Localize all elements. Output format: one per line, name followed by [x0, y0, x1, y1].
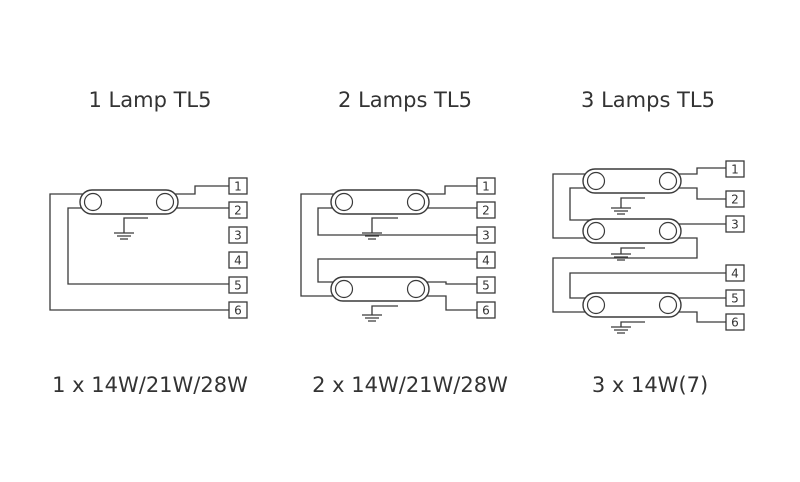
lamp-2 [582, 218, 682, 244]
terminal-5 [725, 289, 745, 307]
terminal-1 [228, 177, 248, 195]
terminal-5 [228, 276, 248, 294]
terminal-label: 1 [234, 180, 242, 194]
terminal-label: 6 [731, 316, 739, 330]
terminal-label: 4 [731, 267, 739, 281]
terminal-label: 1 [731, 163, 739, 177]
terminal-label: 2 [731, 193, 739, 207]
diagram-3-title: 3 Lamps TL5 [581, 88, 715, 112]
diagram-1-caption: 1 x 14W/21W/28W [52, 373, 248, 397]
diagram-2-title: 2 Lamps TL5 [338, 88, 472, 112]
terminal-1 [725, 160, 745, 178]
terminal-label: 6 [234, 304, 242, 318]
terminal-2 [228, 201, 248, 219]
terminal-3 [228, 226, 248, 244]
diagram-1-title: 1 Lamp TL5 [88, 88, 212, 112]
terminal-label: 5 [482, 279, 490, 293]
terminal-label: 3 [234, 229, 242, 243]
terminal-6 [476, 301, 496, 319]
terminal-2 [476, 201, 496, 219]
terminal-4 [725, 264, 745, 282]
diagram-2-wiring: 1 2 3 4 5 6 [300, 177, 496, 322]
terminal-2 [725, 190, 745, 208]
lamp-1 [330, 189, 430, 215]
terminal-label: 6 [482, 304, 490, 318]
terminal-label: 2 [482, 204, 490, 218]
terminal-6 [228, 301, 248, 319]
terminal-label: 4 [234, 254, 242, 268]
lamp-1 [582, 168, 682, 194]
terminal-label: 2 [234, 204, 242, 218]
terminal-4 [476, 251, 496, 269]
lamp-1 [79, 189, 179, 215]
terminal-label: 5 [234, 279, 242, 293]
terminal-5 [476, 276, 496, 294]
terminal-3 [725, 215, 745, 233]
terminal-label: 3 [731, 218, 739, 232]
terminal-label: 5 [731, 292, 739, 306]
diagram-2-caption: 2 x 14W/21W/28W [312, 373, 508, 397]
lamp-2 [330, 276, 430, 302]
diagram-3-wiring: 1 2 3 4 5 6 [552, 160, 745, 334]
terminal-4 [228, 251, 248, 269]
terminal-label: 1 [482, 180, 490, 194]
terminal-6 [725, 313, 745, 331]
terminal-1 [476, 177, 496, 195]
diagram-3-caption: 3 x 14W(7) [591, 373, 709, 397]
terminal-label: 3 [482, 229, 490, 243]
lamp-3 [582, 292, 682, 318]
diagram-1-wiring: 1 2 3 4 5 6 [49, 177, 248, 319]
terminal-label: 4 [482, 254, 490, 268]
terminal-3 [476, 226, 496, 244]
